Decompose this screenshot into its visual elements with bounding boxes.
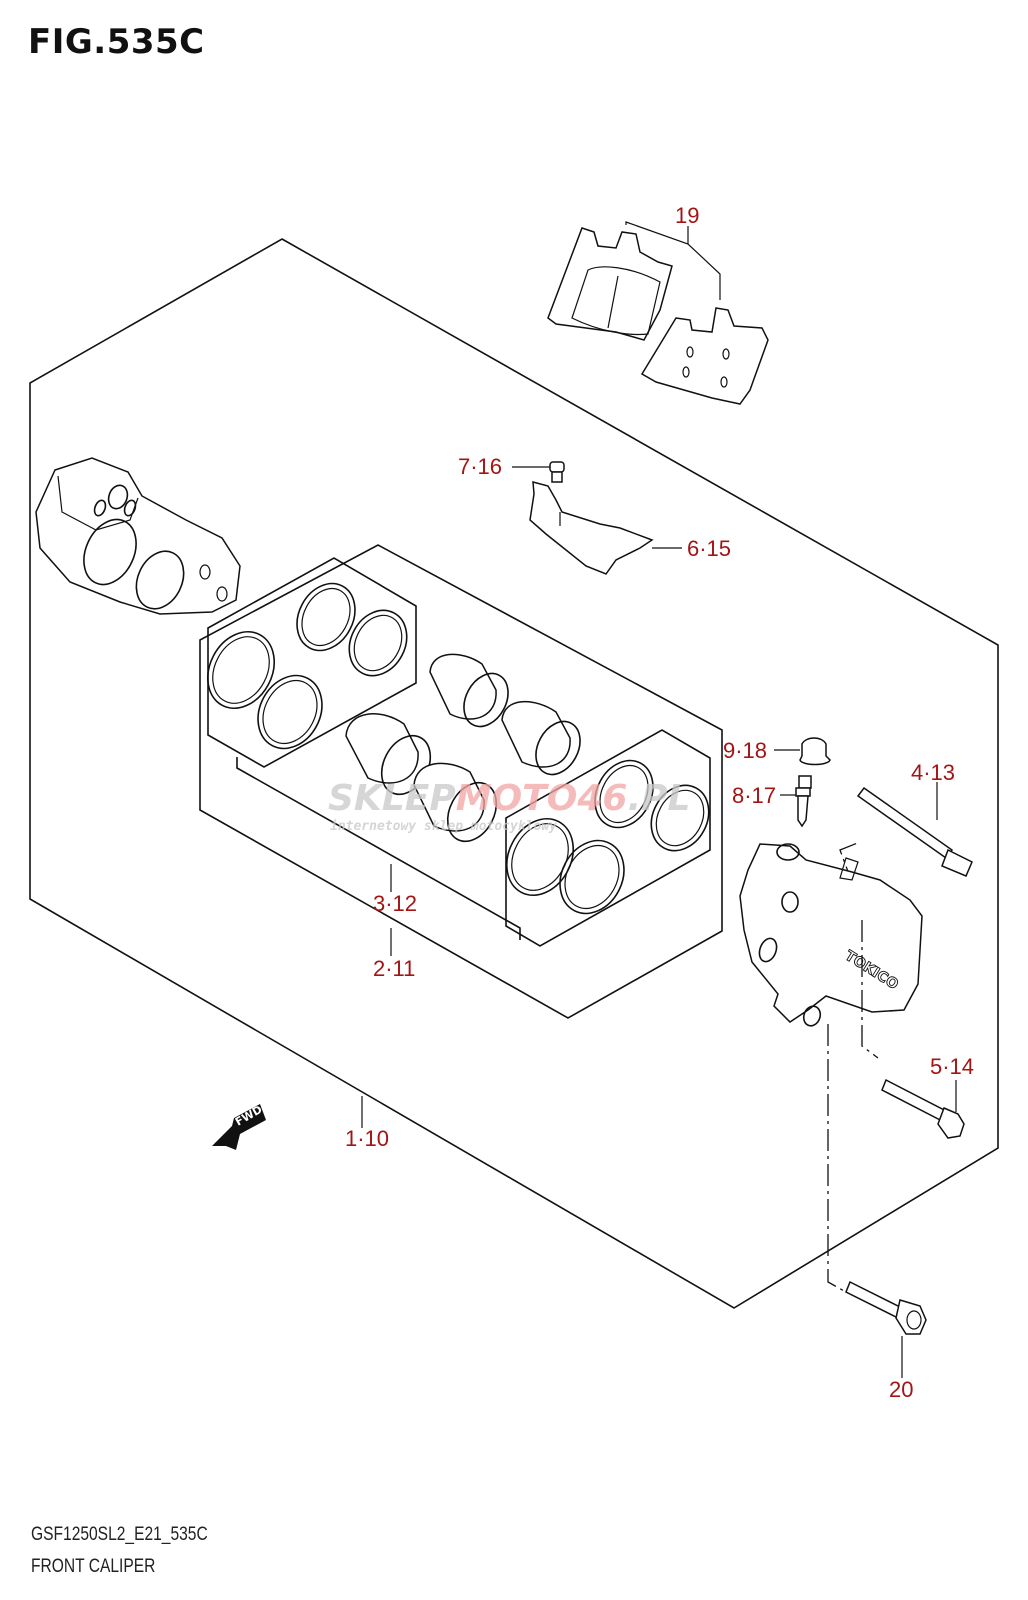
seal-kit-frame xyxy=(199,544,723,1019)
caliper-half-inner xyxy=(35,457,241,615)
watermark-moto: MOTO xyxy=(456,778,578,819)
watermark: SKLEPMOTO46.PL internetowy sklep motocyk… xyxy=(328,778,690,834)
callout-6-15: 6·15 xyxy=(687,536,731,561)
brake-pad-rear xyxy=(640,307,769,405)
callout-2-11: 2·11 xyxy=(373,956,415,981)
caliper-bolt-5-14 xyxy=(881,1078,965,1139)
piston-seals-right xyxy=(506,759,710,915)
figure-title: FIG.535C xyxy=(28,22,205,62)
piston-seals-left xyxy=(207,582,408,750)
callout-7-16: 7·16 xyxy=(458,454,502,479)
callout-labels: 19 7·16 6·15 9·18 8·17 4·13 3·12 2·11 5·… xyxy=(345,203,974,1402)
piston xyxy=(413,762,498,843)
pad-spring-screw xyxy=(549,461,565,483)
bleeder-valve xyxy=(795,775,812,828)
pad-spring xyxy=(529,481,654,575)
seal-panel-right xyxy=(505,729,711,947)
centerline-20 xyxy=(827,1024,847,1293)
watermark-sklep: SKLEP xyxy=(328,778,456,819)
pad-pin xyxy=(856,786,973,877)
piston xyxy=(429,653,509,728)
figure-name: FRONT CALIPER xyxy=(31,1556,156,1577)
brake-pad-front xyxy=(547,227,673,341)
caliper-body-outer: TOKICO xyxy=(739,843,923,1027)
callout-20: 20 xyxy=(889,1377,913,1402)
bleeder-cap xyxy=(799,737,831,766)
watermark-46: 46 xyxy=(576,778,627,819)
callout-9-18: 9·18 xyxy=(723,738,767,763)
pad-pin-alignment-line xyxy=(839,841,867,921)
piston xyxy=(501,700,581,776)
callout-19: 19 xyxy=(675,203,699,228)
svg-text:SKLEPMOTO46.PL: SKLEPMOTO46.PL xyxy=(328,778,690,819)
callout-8-17: 8·17 xyxy=(732,783,776,808)
watermark-tagline: internetowy sklep motocyklowy xyxy=(330,819,557,834)
seal-panel-left xyxy=(207,557,417,768)
callout-1-10: 1·10 xyxy=(345,1126,389,1151)
assembly-frame-outer xyxy=(29,238,999,1309)
forward-direction-marker: FWD xyxy=(212,1103,266,1150)
model-code: GSF1250SL2_E21_535C xyxy=(31,1524,208,1545)
watermark-tld: .PL xyxy=(627,778,690,819)
callout-3-12: 3·12 xyxy=(373,891,417,916)
callout-5-14: 5·14 xyxy=(930,1054,974,1079)
pistons xyxy=(345,653,581,843)
centerline-5-14 xyxy=(861,920,879,1059)
callout-4-13: 4·13 xyxy=(911,760,955,785)
caliper-mount-bolt-20 xyxy=(845,1280,927,1335)
